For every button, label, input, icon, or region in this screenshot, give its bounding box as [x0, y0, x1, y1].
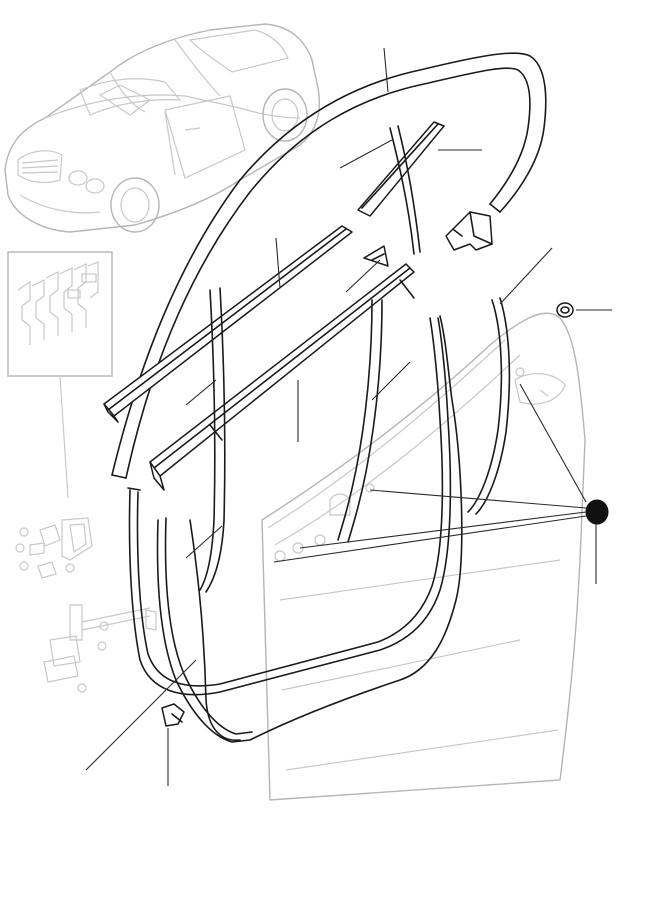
b-pillar-channel	[389, 125, 421, 255]
hinge-parts	[15, 517, 157, 693]
mirror-bracket	[445, 211, 493, 251]
clip-inset-box	[7, 251, 113, 499]
grommet	[556, 302, 574, 318]
corner-piece	[363, 245, 389, 267]
door-shell	[261, 312, 586, 801]
rear-edge-seal	[467, 297, 511, 515]
plug-button	[585, 499, 609, 525]
secondary-door-seal	[189, 519, 241, 741]
lower-belt-strip	[149, 263, 415, 491]
rear-run-channel	[337, 299, 383, 543]
front-run-channel	[199, 287, 226, 593]
door-aperture-seal	[127, 317, 452, 696]
car-overview-icon	[4, 23, 321, 233]
callout-leaders	[85, 47, 612, 786]
upper-belt-strip	[103, 225, 353, 423]
inner-door-seal	[156, 315, 463, 743]
frame-outer-seal	[111, 52, 547, 479]
push-clip	[161, 703, 185, 727]
b-pillar-trim	[357, 121, 445, 217]
